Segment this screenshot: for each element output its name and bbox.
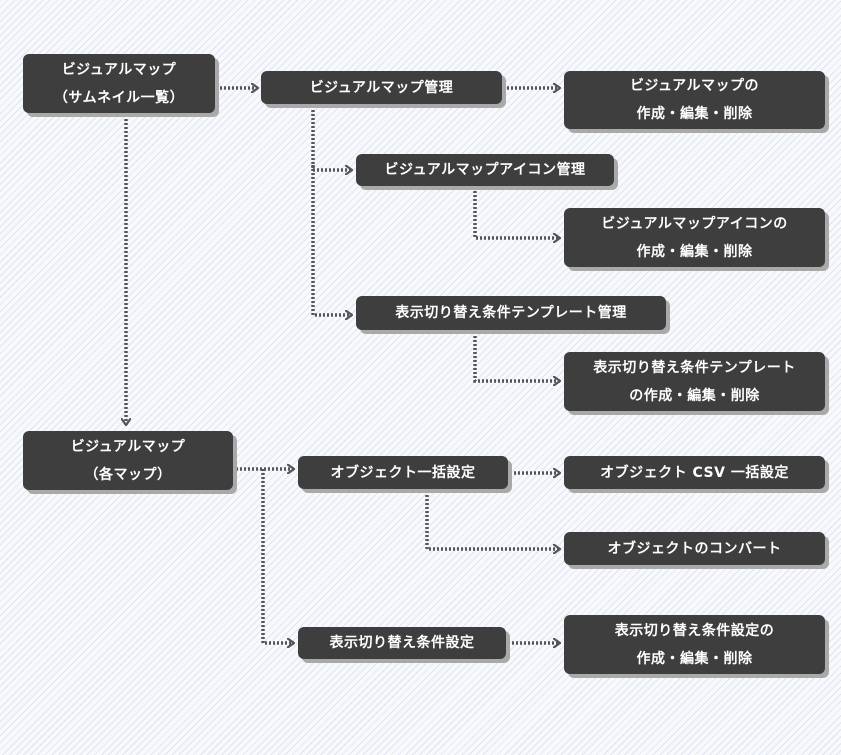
node-template-management-label: 表示切り替え条件テンプレート管理	[395, 305, 627, 321]
edge-object-bulk-to-convert	[425, 491, 560, 549]
node-visual-map-thumbnail-line2: （サムネイル一覧）	[53, 89, 185, 106]
node-visual-map-icon-crud: ビジュアルマップアイコンの 作成・編集・削除	[564, 208, 825, 267]
node-template-management: 表示切り替え条件テンプレート管理	[356, 296, 666, 330]
node-template-crud-line1: 表示切り替え条件テンプレート	[593, 359, 796, 376]
node-display-condition-settings-label: 表示切り替え条件設定	[329, 635, 475, 651]
node-visual-map-icon-management-label: ビジュアルマップアイコン管理	[384, 162, 586, 178]
node-visual-map-crud: ビジュアルマップの 作成・編集・削除	[564, 71, 825, 129]
node-visual-map-each: ビジュアルマップ （各マップ）	[23, 431, 233, 490]
node-visual-map-icon-crud-line2: 作成・編集・削除	[636, 243, 753, 260]
node-object-bulk-settings: オブジェクト一括設定	[298, 456, 508, 489]
node-visual-map-thumbnail-line1: ビジュアルマップ	[61, 61, 177, 78]
node-visual-map-icon-management: ビジュアルマップアイコン管理	[356, 154, 614, 186]
node-visual-map-icon-crud-line1: ビジュアルマップアイコンの	[601, 215, 788, 232]
edge-template-management-to-template-crud	[473, 332, 560, 381]
node-display-condition-crud-line2: 作成・編集・削除	[636, 650, 753, 667]
node-visual-map-each-line1: ビジュアルマップ	[70, 438, 186, 455]
node-object-bulk-settings-label: オブジェクト一括設定	[330, 464, 476, 481]
node-display-condition-crud: 表示切り替え条件設定の 作成・編集・削除	[564, 615, 825, 674]
node-visual-map-management: ビジュアルマップ管理	[261, 71, 502, 104]
edge-management-to-template-management	[311, 165, 352, 315]
edge-icon-management-to-icon-crud	[473, 187, 560, 238]
node-visual-map-thumbnail: ビジュアルマップ （サムネイル一覧）	[23, 54, 215, 113]
node-object-csv-bulk-settings: オブジェクト CSV 一括設定	[564, 456, 825, 489]
node-object-convert-label: オブジェクトのコンバート	[607, 540, 782, 557]
node-display-condition-settings: 表示切り替え条件設定	[298, 627, 506, 659]
node-template-crud: 表示切り替え条件テンプレート の作成・編集・削除	[564, 352, 825, 411]
edge-each-to-display-condition	[261, 469, 294, 643]
edge-management-to-icon-management	[311, 106, 352, 170]
node-visual-map-management-label: ビジュアルマップ管理	[309, 79, 454, 96]
node-visual-map-each-line2: （各マップ）	[84, 466, 172, 483]
node-visual-map-crud-line2: 作成・編集・削除	[636, 106, 753, 122]
node-object-csv-bulk-settings-label: オブジェクト CSV 一括設定	[600, 464, 789, 481]
node-visual-map-crud-line1: ビジュアルマップの	[629, 78, 760, 94]
node-display-condition-crud-line1: 表示切り替え条件設定の	[614, 622, 775, 639]
node-object-convert: オブジェクトのコンバート	[564, 532, 825, 565]
node-template-crud-line2: の作成・編集・削除	[629, 387, 760, 404]
